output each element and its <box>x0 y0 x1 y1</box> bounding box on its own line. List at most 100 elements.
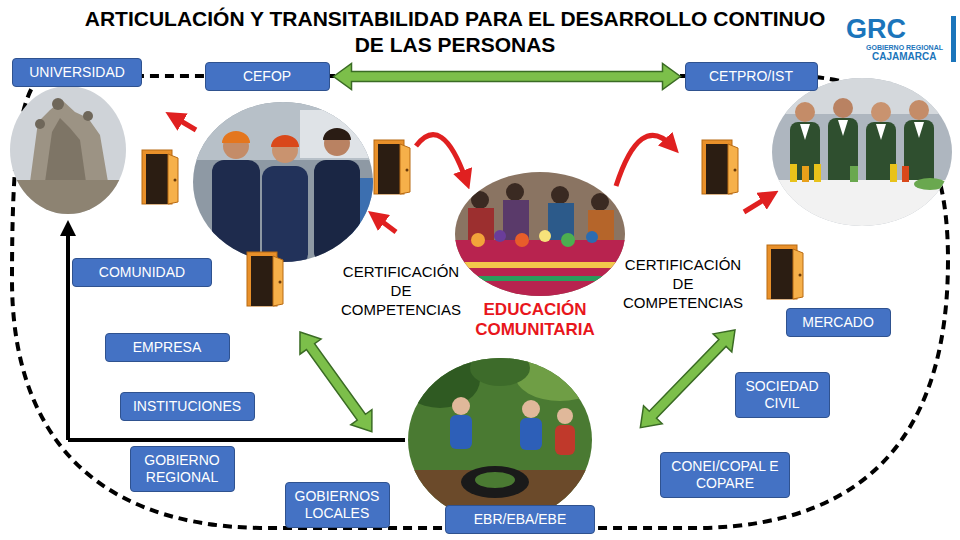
statue-figure <box>35 119 45 129</box>
statue-figure <box>52 98 64 110</box>
community-photo <box>452 170 628 300</box>
person-head <box>471 191 489 209</box>
bottle <box>802 166 809 182</box>
monument <box>45 118 86 182</box>
helmet <box>222 131 250 143</box>
bottle <box>902 166 909 182</box>
statue-figure <box>83 111 93 121</box>
concept-box: CETPRO/IST <box>685 62 818 91</box>
box-label: CONEI/COPAL E COPARE <box>667 458 783 492</box>
child <box>520 418 542 450</box>
dashed-loop <box>12 76 948 528</box>
person <box>212 160 260 264</box>
logo-text: GRC <box>846 14 910 44</box>
certification-label: CERTIFICACIÓN DE COMPETENCIAS <box>618 255 748 312</box>
food-item <box>561 233 575 247</box>
box-label: SOCIEDAD CIVIL <box>742 378 823 412</box>
child <box>555 425 575 455</box>
red-arrow <box>616 135 672 186</box>
student <box>790 122 820 188</box>
shirt <box>914 122 924 138</box>
food-item <box>515 233 529 247</box>
child-head <box>522 400 540 418</box>
person-head <box>551 186 569 204</box>
door-icon <box>374 140 410 194</box>
shirt <box>800 124 810 140</box>
bottle <box>850 166 858 182</box>
concept-box: EMPRESA <box>105 333 230 362</box>
shirt <box>876 124 886 140</box>
door-icon <box>142 150 178 204</box>
box-label: UNIVERSIDAD <box>19 64 135 81</box>
food-item <box>586 231 598 243</box>
box-label: EBR/EBA/EBE <box>452 511 588 528</box>
food-item <box>471 233 485 247</box>
red-arrow <box>376 217 396 232</box>
student <box>866 122 896 188</box>
red-arrows <box>174 117 770 232</box>
door-icon <box>767 245 803 299</box>
box-label: GOBIERNOS LOCALES <box>292 488 383 522</box>
double-arrow <box>631 321 744 437</box>
table-cloth <box>452 240 628 300</box>
concept-box: COMUNIDAD <box>72 258 212 287</box>
child-head <box>557 408 573 424</box>
box-label: MERCADO <box>793 314 884 331</box>
logo-text: CAJAMARCA <box>872 51 944 63</box>
person-head <box>506 183 524 201</box>
box-label: INSTITUCIONES <box>127 398 248 415</box>
child <box>450 415 472 449</box>
box-label: COMUNIDAD <box>79 264 205 281</box>
vegetables <box>914 178 946 190</box>
photo-ground <box>452 170 628 300</box>
logo-bar <box>951 16 956 62</box>
bottle <box>890 164 897 182</box>
double-arrow <box>334 64 681 90</box>
box-label: CETPRO/IST <box>692 68 811 85</box>
photo-ground <box>770 76 956 230</box>
photo-ground <box>190 100 376 266</box>
box-label: GOBIERNO REGIONAL <box>137 452 228 486</box>
student-head <box>909 100 929 120</box>
concept-box: GOBIERNOS LOCALES <box>285 482 390 528</box>
helmet <box>271 135 299 147</box>
door-icon <box>702 140 738 194</box>
concept-box: GOBIERNO REGIONAL <box>130 446 235 492</box>
tire <box>461 466 529 498</box>
food-item <box>539 230 551 242</box>
double-arrow <box>289 324 382 439</box>
return-arrow <box>66 228 70 440</box>
certification-label: CERTIFICACIÓN DE COMPETENCIAS <box>336 262 466 319</box>
child-head <box>452 397 470 415</box>
logo-text: GOBIERNO REGIONAL <box>866 43 948 52</box>
student-head <box>871 102 891 122</box>
university-photo <box>8 84 130 220</box>
monument <box>30 100 108 182</box>
diagram-title: ARTICULACIÓN Y TRANSITABILIDAD PARA EL D… <box>70 6 840 58</box>
student-head <box>795 102 815 122</box>
shirt <box>838 120 848 136</box>
box-label: EMPRESA <box>112 339 223 356</box>
concept-box: CEFOP <box>205 62 330 91</box>
cloth-stripe <box>452 276 628 281</box>
school-garden-photo <box>400 349 605 525</box>
person <box>314 160 360 264</box>
foliage <box>470 350 530 386</box>
cetpro-photo <box>770 76 956 230</box>
concept-box: MERCADO <box>786 308 891 337</box>
concept-box: INSTITUCIONES <box>120 392 255 421</box>
highlight-label: EDUCACIÓN COMUNITARIA <box>462 300 608 340</box>
hair <box>323 128 351 140</box>
bottle <box>814 164 821 182</box>
red-arrow <box>416 135 466 180</box>
foliage <box>515 349 605 401</box>
return-line <box>68 438 405 442</box>
red-arrow <box>744 196 770 212</box>
concept-box: UNIVERSIDAD <box>12 58 142 87</box>
student <box>828 118 858 188</box>
concept-box: CONEI/COPAL E COPARE <box>660 452 790 498</box>
foliage <box>400 352 480 408</box>
door-icon <box>247 252 283 306</box>
tire-plants <box>475 472 515 488</box>
